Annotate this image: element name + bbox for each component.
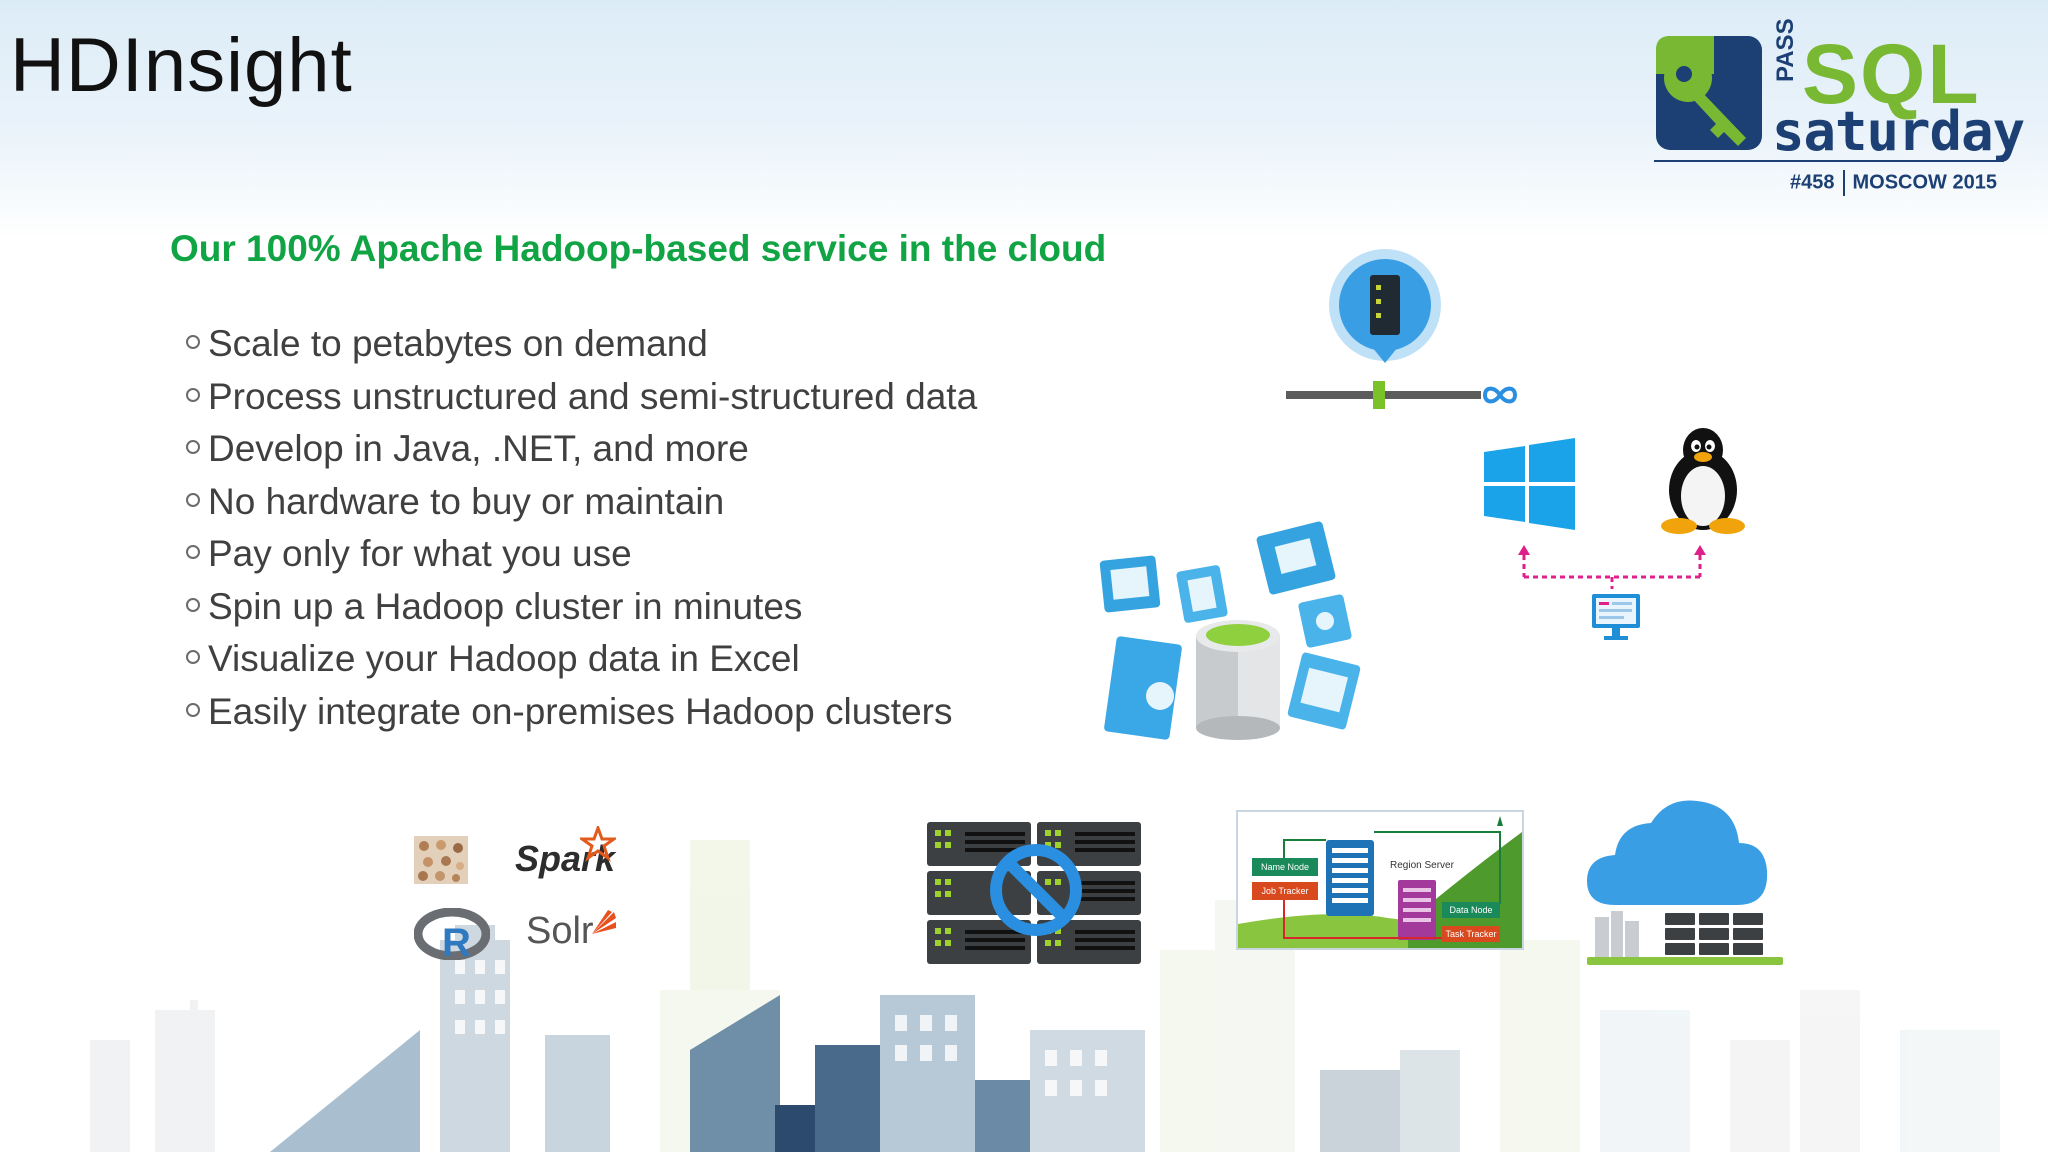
- name-node-label: Name Node: [1252, 858, 1318, 876]
- solr-logo: Solr: [526, 910, 594, 952]
- list-item: Easily integrate on-premises Hadoop clus…: [186, 686, 977, 739]
- logo-pass-text: PASS: [1772, 18, 1799, 82]
- list-item: Develop in Java, .NET, and more: [186, 423, 977, 476]
- bullet-icon: [186, 702, 200, 717]
- sql-saturday-logo: PASS SQL saturday #458 MOSCOW 2015: [1650, 18, 2025, 200]
- windows-logo-icon: [1484, 438, 1575, 530]
- list-item: Scale to petabytes on demand: [186, 318, 977, 371]
- r-letter: R: [442, 921, 471, 960]
- list-item: Pay only for what you use: [186, 528, 977, 581]
- job-tracker-label: Job Tracker: [1252, 882, 1318, 900]
- bullet-icon: [186, 545, 200, 560]
- list-item: Visualize your Hadoop data in Excel: [186, 633, 977, 686]
- feature-list: Scale to petabytes on demand Process uns…: [186, 318, 977, 738]
- solr-sun-icon: [592, 910, 616, 934]
- no-servers-icon: [927, 822, 1141, 964]
- spark-star-icon: [580, 826, 616, 862]
- platform-connector-lines: [1518, 545, 1706, 589]
- mosaic-logo-icon: [414, 836, 468, 884]
- spark-logo: Spark: [515, 838, 616, 879]
- bullet-icon: [186, 440, 200, 455]
- logo-meta-separator: [1842, 170, 1845, 196]
- list-item: Process unstructured and semi-structured…: [186, 371, 977, 424]
- linux-penguin-icon: [1661, 428, 1745, 534]
- bullet-icon: [186, 597, 200, 612]
- slide-title: HDInsight: [10, 23, 353, 108]
- monitor-icon: [1592, 594, 1640, 640]
- cloud-datacenter-icon: [1587, 800, 1783, 965]
- data-node-label: Data Node: [1442, 902, 1500, 918]
- logo-divider: [1654, 160, 2004, 162]
- bullet-icon: [186, 650, 200, 665]
- infinity-icon: [1482, 386, 1518, 404]
- key-emblem-icon: [1656, 36, 1762, 150]
- logo-saturday-text: saturday: [1772, 100, 2025, 163]
- task-tracker-label: Task Tracker: [1442, 926, 1500, 942]
- server-pin-icon: [1286, 249, 1481, 409]
- logo-event-info: #458 MOSCOW 2015: [1790, 170, 1997, 196]
- logo-sql-text: SQL: [1802, 27, 1981, 121]
- region-server-label: Region Server: [1390, 860, 1454, 871]
- bullet-icon: [186, 335, 200, 350]
- list-item: No hardware to buy or maintain: [186, 476, 977, 529]
- r-language-logo-icon: R: [414, 908, 490, 960]
- slide-subtitle: Our 100% Apache Hadoop-based service in …: [170, 228, 1107, 269]
- hadoop-cluster-diagram: Name Node Job Tracker Region Server Data…: [1236, 810, 1524, 950]
- list-item: Spin up a Hadoop cluster in minutes: [186, 581, 977, 634]
- database-cloud-icon: [1099, 521, 1361, 740]
- bullet-icon: [186, 387, 200, 402]
- bullet-icon: [186, 492, 200, 507]
- city-skyline-illustration: [90, 840, 2000, 1152]
- event-place: MOSCOW 2015: [1852, 171, 1997, 194]
- event-number: #458: [1790, 171, 1835, 194]
